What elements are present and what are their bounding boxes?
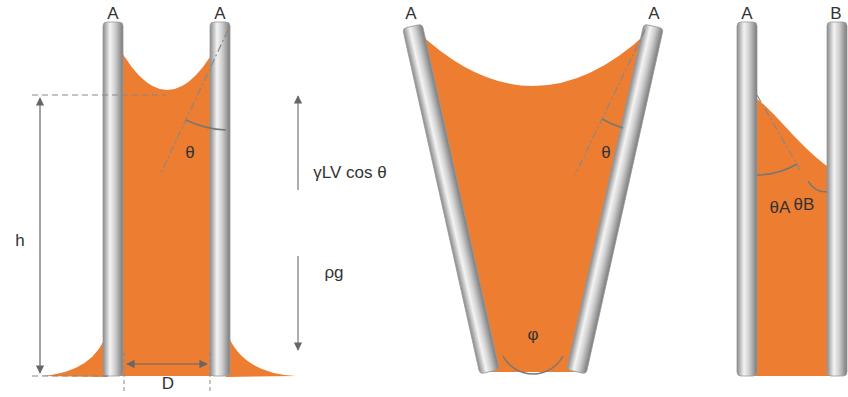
reservoir-meniscus — [226, 330, 296, 377]
tube — [737, 22, 757, 376]
tube-label: B — [830, 5, 841, 22]
angle-label: θB — [794, 196, 815, 213]
angle-label: θA — [770, 199, 791, 216]
angle-label: φ — [527, 326, 538, 343]
height-label: h — [15, 232, 24, 249]
angle-arc — [602, 119, 623, 128]
tangent-line — [160, 30, 228, 175]
reservoir-meniscus — [40, 330, 108, 377]
force-arrow — [297, 256, 298, 350]
angle-arc — [808, 181, 827, 192]
height-arrow — [39, 98, 40, 373]
force-label: γLV cos θ — [313, 164, 386, 181]
width-arrow — [127, 363, 207, 364]
angle-arc — [757, 164, 797, 175]
angle-arc — [186, 120, 226, 130]
liquid-column — [110, 30, 225, 376]
tube — [403, 24, 500, 374]
tube-label: A — [648, 5, 659, 22]
tangent-line — [575, 30, 645, 175]
tube-label: A — [107, 5, 118, 22]
width-label: D — [162, 375, 174, 392]
width-guide — [124, 352, 125, 394]
tube — [827, 22, 847, 376]
angle-label: θ — [601, 144, 610, 161]
liquid-column — [750, 94, 836, 376]
tube — [567, 24, 664, 374]
tube — [210, 22, 230, 376]
force-label: ρg — [324, 264, 343, 281]
angle-label: θ — [185, 144, 194, 161]
height-guide — [32, 94, 166, 95]
tube-label: A — [214, 5, 225, 22]
tube-label: A — [741, 5, 752, 22]
force-arrow — [297, 96, 298, 190]
tangent-line — [757, 95, 800, 170]
tube-label: A — [405, 5, 416, 22]
tube — [103, 22, 123, 376]
angle-arc — [503, 356, 563, 374]
height-guide — [32, 375, 108, 376]
width-guide — [210, 352, 211, 394]
